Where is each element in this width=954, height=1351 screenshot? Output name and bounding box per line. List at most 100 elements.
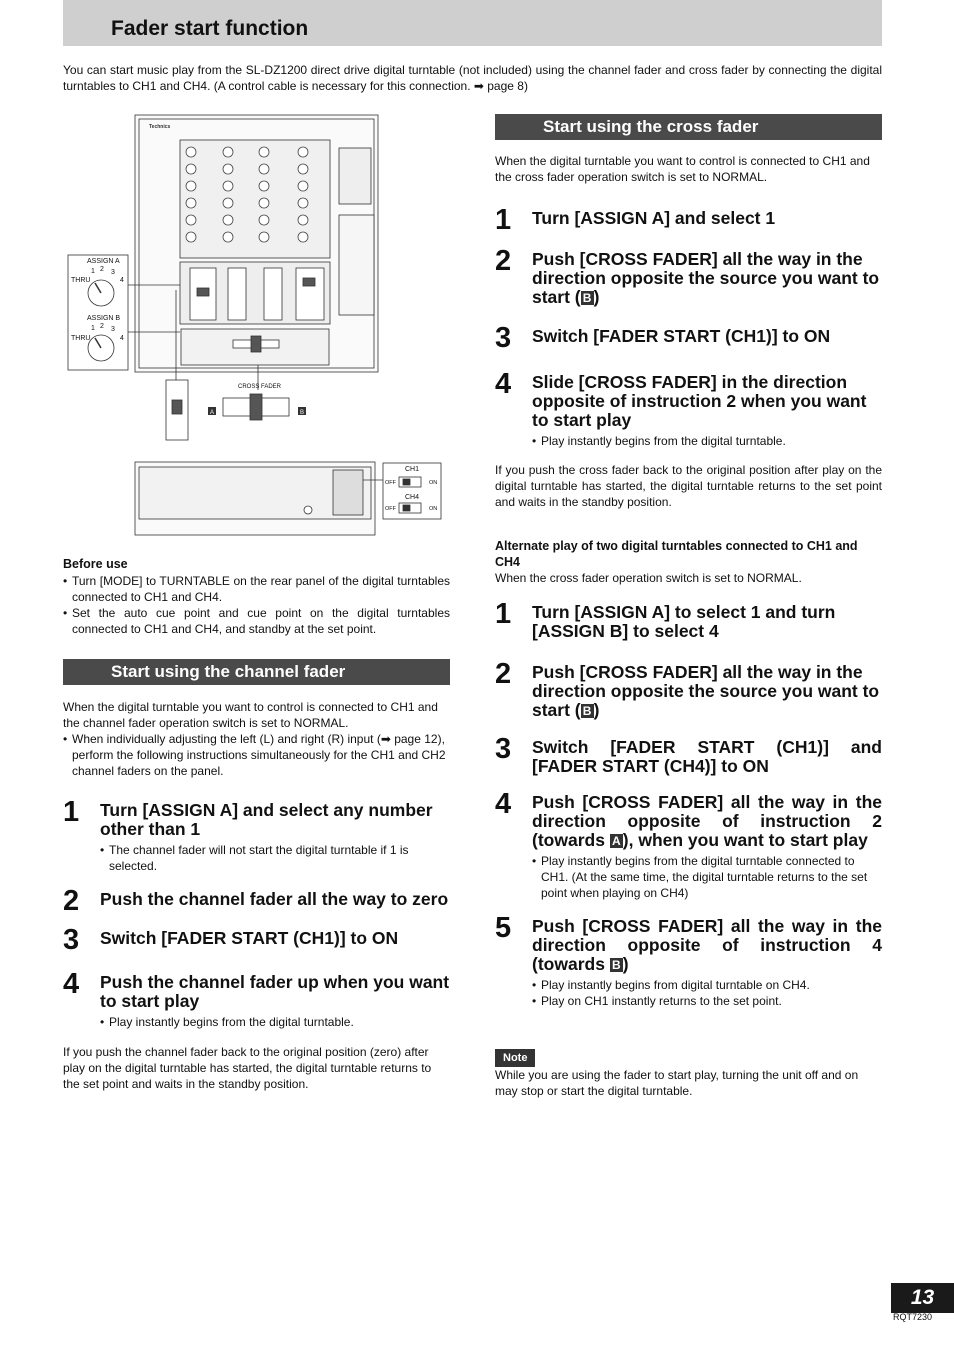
step-text: Push [CROSS FADER] all the way in the di… — [532, 793, 882, 850]
step-number: 3 — [63, 924, 80, 956]
channel-fader-heading: Start using the channel fader — [63, 659, 450, 685]
alt-step-5: 5 Push [CROSS FADER] all the way in the … — [495, 913, 882, 1009]
assign-b-3: 3 — [111, 326, 115, 333]
step-number: 4 — [495, 788, 512, 820]
knob-icon — [297, 197, 309, 209]
step-text: Switch [FADER START (CH1)] to ON — [532, 326, 831, 346]
step-number: 1 — [495, 598, 512, 630]
list-item: Play on CH1 instantly returns to the set… — [532, 993, 882, 1009]
step-number: 4 — [63, 968, 80, 1000]
list-item: Play instantly begins from the digital t… — [532, 433, 882, 449]
step-text: Slide [CROSS FADER] in the direction opp… — [532, 372, 867, 430]
assign-a-4: 4 — [120, 277, 124, 284]
assign-a-1: 1 — [91, 268, 95, 275]
knob-icon — [258, 231, 270, 243]
knob-icon — [258, 180, 270, 192]
step-notes: Play instantly begins from the digital t… — [532, 853, 882, 901]
step-number: 1 — [63, 796, 80, 828]
knob-icon — [185, 180, 197, 192]
knob-icon — [185, 231, 197, 243]
before-use-section: Before use Turn [MODE] to TURNTABLE on t… — [63, 556, 450, 637]
list-item: Turn [MODE] to TURNTABLE on the rear pan… — [63, 573, 450, 605]
step-notes: Play instantly begins from the digital t… — [532, 433, 882, 449]
alternate-sub: When the cross fader operation switch is… — [495, 571, 802, 585]
step-text-part: ) — [593, 287, 600, 307]
alt-step-3: 3 Switch [FADER START (CH1)] and [FADER … — [495, 734, 882, 776]
knob-icon — [222, 146, 234, 158]
step-number: 3 — [495, 322, 512, 354]
channel-step-4: 4 Push the channel fader up when you wan… — [63, 969, 450, 1030]
list-item: Play instantly begins from the digital t… — [532, 853, 882, 901]
list-item: Set the auto cue point and cue point on … — [63, 605, 450, 637]
cross-intro: When the digital turntable you want to c… — [495, 154, 870, 184]
step-notes: The channel fader will not start the dig… — [100, 842, 450, 874]
alternate-section: Alternate play of two digital turntables… — [495, 538, 882, 1009]
knob-icon — [297, 231, 309, 243]
step-number: 2 — [495, 658, 512, 690]
b-symbol: B — [580, 704, 594, 718]
b-symbol: B — [580, 291, 594, 305]
alt-step-1: 1 Turn [ASSIGN A] to select 1 and turn [… — [495, 599, 882, 641]
knob-icon — [185, 214, 197, 226]
step-number: 2 — [495, 245, 512, 277]
page-title: Fader start function — [111, 17, 309, 40]
knob-icon — [222, 180, 234, 192]
alt-step-4: 4 Push [CROSS FADER] all the way in the … — [495, 789, 882, 901]
ch1-label: CH1 — [405, 466, 419, 473]
thru-label-a: THRU — [71, 277, 90, 284]
step-text-part: ), when you want to start play — [622, 830, 868, 850]
cross-step-3: 3 Switch [FADER START (CH1)] to ON — [495, 323, 882, 353]
assign-b-2: 2 — [100, 323, 104, 330]
before-use-heading: Before use — [63, 557, 128, 571]
step-text-part: Push [CROSS FADER] all the way in the di… — [532, 916, 882, 974]
channel-step-2: 2 Push the channel fader all the way to … — [63, 886, 450, 916]
before-use-list: Turn [MODE] to TURNTABLE on the rear pan… — [63, 573, 450, 637]
cross-fader-heading: Start using the cross fader — [495, 114, 882, 140]
knob-icon — [222, 231, 234, 243]
channel-step-1: 1 Turn [ASSIGN A] and select any number … — [63, 797, 450, 874]
knob-icon — [258, 146, 270, 158]
knob-icon — [258, 197, 270, 209]
note-tag: Note — [495, 1049, 536, 1067]
note-text: While you are using the fader to start p… — [495, 1068, 859, 1098]
ch4-on-label: ON — [429, 506, 437, 512]
knob-icon — [297, 163, 309, 175]
step-number: 1 — [495, 204, 512, 236]
a-symbol: A — [609, 834, 623, 848]
assign-b-4: 4 — [120, 335, 124, 342]
assign-a-label: ASSIGN A — [87, 258, 120, 265]
cross-step-1: 1 Turn [ASSIGN A] and select 1 — [495, 205, 882, 235]
list-item: The channel fader will not start the dig… — [100, 842, 450, 874]
alternate-heading: Alternate play of two digital turntables… — [495, 539, 858, 569]
step-number: 4 — [495, 368, 512, 400]
ch4-label: CH4 — [405, 494, 419, 501]
list-item: Play instantly begins from digital turnt… — [532, 977, 882, 993]
step-text: Switch [FADER START (CH1)] to ON — [100, 928, 399, 948]
doc-code: RQT7230 — [893, 1312, 933, 1322]
knob-icon — [185, 197, 197, 209]
intro-paragraph: You can start music play from the SL-DZ1… — [63, 63, 882, 93]
ch1-on-label: ON — [429, 480, 437, 486]
step-number: 3 — [495, 733, 512, 765]
mixer-illustration: Technics — [67, 114, 442, 536]
knob-icon — [185, 163, 197, 175]
mark-b: B — [300, 410, 304, 416]
step-notes: Play instantly begins from the digital t… — [100, 1014, 450, 1030]
page-number: 13 — [891, 1283, 954, 1313]
knob-icon — [222, 197, 234, 209]
mark-a: A — [210, 410, 214, 416]
cross-step-4: 4 Slide [CROSS FADER] in the direction o… — [495, 369, 882, 449]
step-number: 2 — [63, 885, 80, 917]
channel-intro: When the digital turntable you want to c… — [63, 700, 438, 730]
cross-fader-section: Start using the cross fader When the dig… — [495, 114, 882, 510]
step-number: 5 — [495, 912, 512, 944]
step-notes: Play instantly begins from digital turnt… — [532, 977, 882, 1009]
knob-icon — [185, 146, 197, 158]
brand-logo: Technics — [149, 124, 171, 130]
knob-icon — [222, 163, 234, 175]
cross-outro: If you push the cross fader back to the … — [495, 463, 882, 509]
step-text: Push [CROSS FADER] all the way in the di… — [532, 663, 882, 720]
step-text-part: Push [CROSS FADER] all the way in the di… — [532, 662, 880, 720]
step-text: Turn [ASSIGN A] to select 1 and turn [AS… — [532, 602, 836, 641]
channel-fader-section: Start using the channel fader When the d… — [63, 659, 450, 1092]
